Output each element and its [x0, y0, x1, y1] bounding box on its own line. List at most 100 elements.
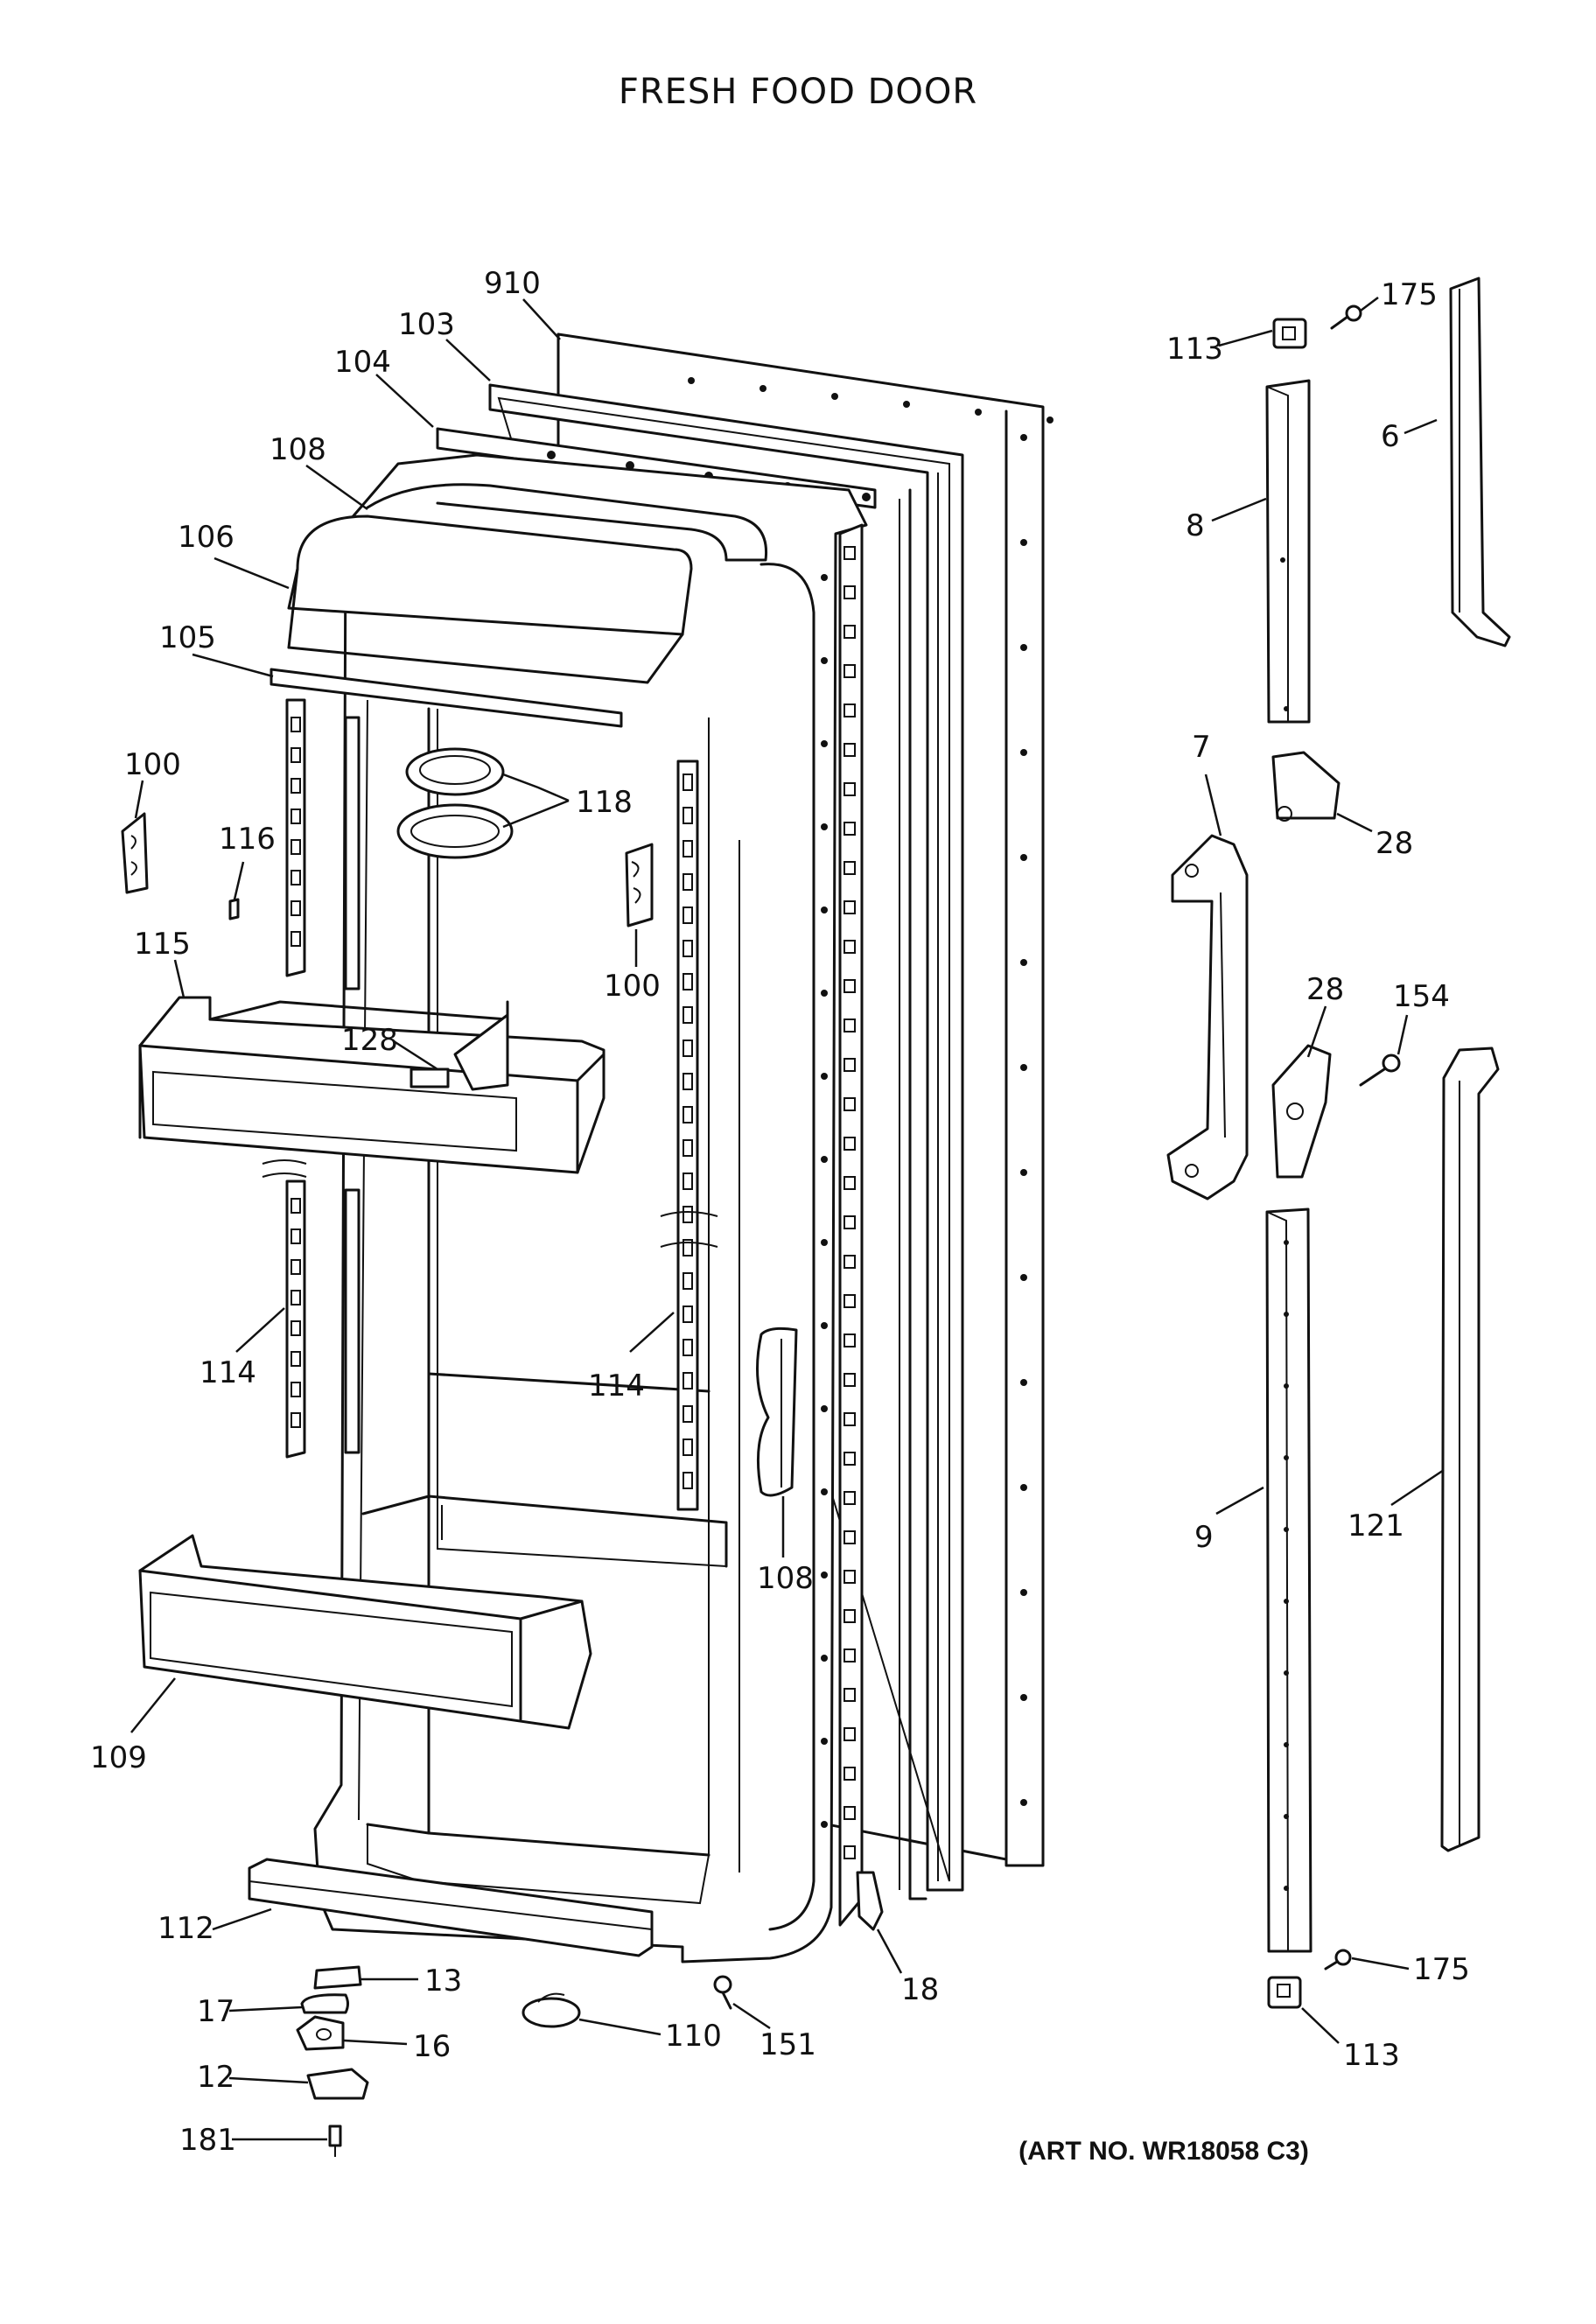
- screw-hole: [1020, 1064, 1027, 1071]
- gasket-slot: [844, 1491, 856, 1505]
- callout-115: 115: [134, 927, 191, 962]
- screw-hole: [821, 823, 828, 830]
- breaker-strip-108: [756, 1326, 798, 1497]
- mount-hole: [1284, 1814, 1289, 1819]
- callout-154: 154: [1393, 979, 1450, 1014]
- callout-113-bottom: 113: [1343, 2038, 1400, 2073]
- gasket-slot: [844, 822, 856, 836]
- gasket-slot: [844, 1530, 856, 1544]
- rail-slot: [290, 1412, 301, 1428]
- screw-hole: [821, 1488, 828, 1495]
- gasket-slot: [844, 1137, 856, 1151]
- callout-100-left: 100: [124, 747, 181, 782]
- callout-128: 128: [341, 1023, 398, 1058]
- screw-hole: [821, 1572, 828, 1578]
- screw-hole: [821, 1405, 828, 1412]
- screw-hole: [821, 1239, 828, 1246]
- gasket-slot: [844, 1727, 856, 1741]
- callout-9: 9: [1194, 1520, 1214, 1555]
- rail-slot: [682, 1472, 693, 1489]
- rail-slot: [290, 1290, 301, 1306]
- callout-12: 12: [197, 2060, 234, 2095]
- rail-slot: [290, 808, 301, 824]
- rail-slot: [682, 1239, 693, 1256]
- end-cap-113-top: [1272, 318, 1307, 349]
- screw-hole: [821, 1821, 828, 1828]
- screw-hole: [1020, 539, 1027, 546]
- end-cap-113-bottom: [1267, 1976, 1302, 2009]
- screw-hole: [975, 409, 982, 416]
- callout-151: 151: [760, 2027, 816, 2062]
- gasket-slot: [844, 1097, 856, 1111]
- callout-113-top: 113: [1166, 332, 1223, 367]
- rail-slot: [290, 717, 301, 732]
- handle-mount-9: [1265, 1208, 1312, 1953]
- rail-slot: [682, 1405, 693, 1423]
- screw-hole: [1020, 434, 1027, 441]
- screw-181: [328, 2124, 342, 2157]
- rail-slot: [682, 906, 693, 924]
- gasket-slot: [844, 861, 856, 875]
- callout-110: 110: [665, 2019, 722, 2054]
- mount-hole: [1284, 1383, 1289, 1389]
- top-cover: [287, 483, 768, 684]
- rail-slot: [682, 1073, 693, 1090]
- rail-slot: [682, 1172, 693, 1190]
- screw-hole: [1020, 1589, 1027, 1596]
- gasket-slot: [844, 1570, 856, 1584]
- gasket-slot: [844, 1018, 856, 1032]
- screw-hole: [821, 1073, 828, 1080]
- callout-106: 106: [178, 520, 234, 555]
- cap-110: [522, 1992, 581, 2028]
- gasket-slot: [844, 1176, 856, 1190]
- rail-slot: [682, 1372, 693, 1390]
- door-handle-7: [1166, 834, 1249, 1200]
- gasket-strip-18: [856, 1871, 884, 1931]
- callout-181: 181: [179, 2123, 236, 2158]
- gasket-slot: [844, 585, 856, 599]
- callout-175-bottom: 175: [1413, 1952, 1470, 1987]
- handle-mount-8: [1265, 379, 1311, 724]
- screw-175-top: [1330, 304, 1362, 330]
- leader-lines: [130, 297, 1445, 2141]
- rail-slot: [682, 940, 693, 957]
- rail-slot: [290, 1382, 301, 1397]
- hinge-12: [306, 2068, 369, 2100]
- dairy-cover: [396, 747, 514, 859]
- rail-slot: [682, 1306, 693, 1323]
- hinge-28-bottom: [1271, 1044, 1332, 1179]
- callout-114-left: 114: [200, 1355, 256, 1390]
- screw-151: [713, 1975, 732, 2010]
- screw-hole: [1020, 959, 1027, 966]
- screw-hole: [1020, 1379, 1027, 1386]
- callout-7: 7: [1192, 730, 1211, 765]
- rail-slot: [682, 973, 693, 990]
- hinge-28-top: [1271, 751, 1340, 822]
- screw-hole: [688, 377, 695, 384]
- rail-slot: [290, 778, 301, 794]
- bushing-16: [296, 2015, 345, 2051]
- screw-hole: [547, 451, 556, 459]
- rail-slot: [682, 774, 693, 791]
- handle-trim-121: [1440, 1046, 1500, 1852]
- screw-hole: [1020, 1274, 1027, 1281]
- screw-154: [1359, 1054, 1401, 1087]
- gasket-slot: [844, 625, 856, 639]
- gasket-slot: [844, 1806, 856, 1820]
- inner-left-rail: [344, 716, 360, 1454]
- gasket-slot: [844, 940, 856, 954]
- rail-slot: [290, 931, 301, 947]
- shelf-rail-105: [270, 668, 623, 728]
- handle-trim-6: [1449, 276, 1511, 648]
- rail-slot: [682, 807, 693, 824]
- gasket-slot: [844, 1294, 856, 1308]
- callout-108-top: 108: [270, 432, 326, 467]
- left-shelf-rail: [262, 698, 307, 1459]
- gasket-slot: [844, 546, 856, 560]
- callout-108-right: 108: [757, 1561, 814, 1596]
- gasket-slot: [844, 1215, 856, 1229]
- gasket-slot: [844, 1255, 856, 1269]
- screw-hole: [821, 740, 828, 747]
- callout-8: 8: [1186, 508, 1205, 543]
